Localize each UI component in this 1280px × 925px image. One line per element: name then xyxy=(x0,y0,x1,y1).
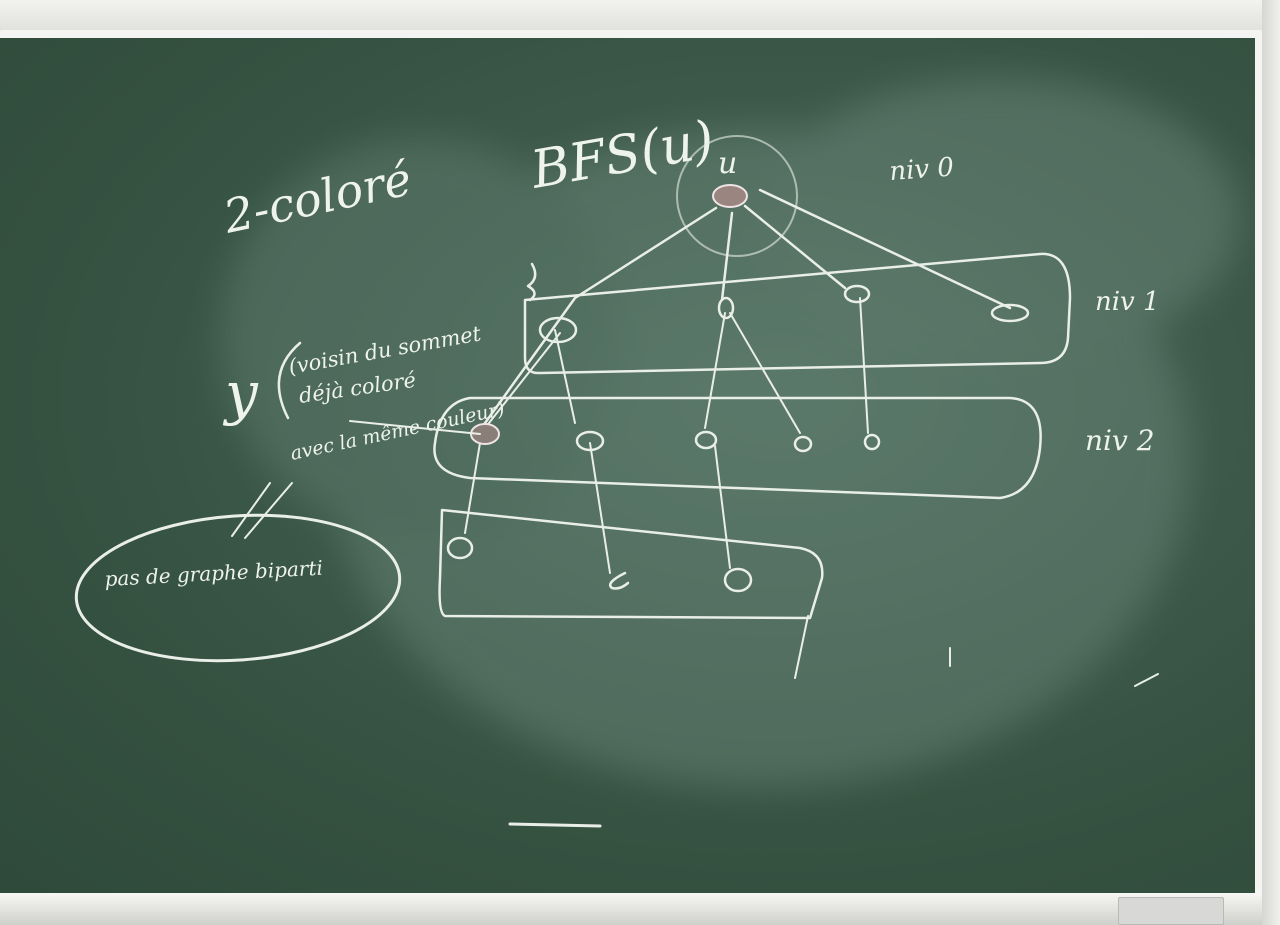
root-node: u xyxy=(676,135,798,257)
chalkboard: 2-coloré BFS(u) u niv 0 niv 1 niv 2 xyxy=(0,38,1255,893)
level-0-label: niv 0 xyxy=(888,153,954,187)
note-bracket xyxy=(277,341,302,420)
chalk-tray xyxy=(0,893,1262,925)
eraser xyxy=(1118,897,1224,925)
stray-mark xyxy=(508,822,602,828)
level-2-label: niv 2 xyxy=(1085,424,1155,457)
eraser-smudges xyxy=(220,78,1240,788)
callout-text: pas de graphe biparti xyxy=(104,556,323,591)
level-1-label: niv 1 xyxy=(1095,287,1160,317)
side-letter: y xyxy=(222,359,259,427)
tree-edges xyxy=(464,188,1012,574)
stray-mark-3 xyxy=(1134,673,1159,687)
level-bands xyxy=(433,252,1072,679)
note-arrow xyxy=(349,420,481,435)
wall-right xyxy=(1262,0,1280,925)
tree-nodes xyxy=(446,262,1030,593)
root-label: u xyxy=(718,146,737,181)
chalk-drawing: 2-coloré BFS(u) u niv 0 niv 1 niv 2 xyxy=(74,78,1240,828)
